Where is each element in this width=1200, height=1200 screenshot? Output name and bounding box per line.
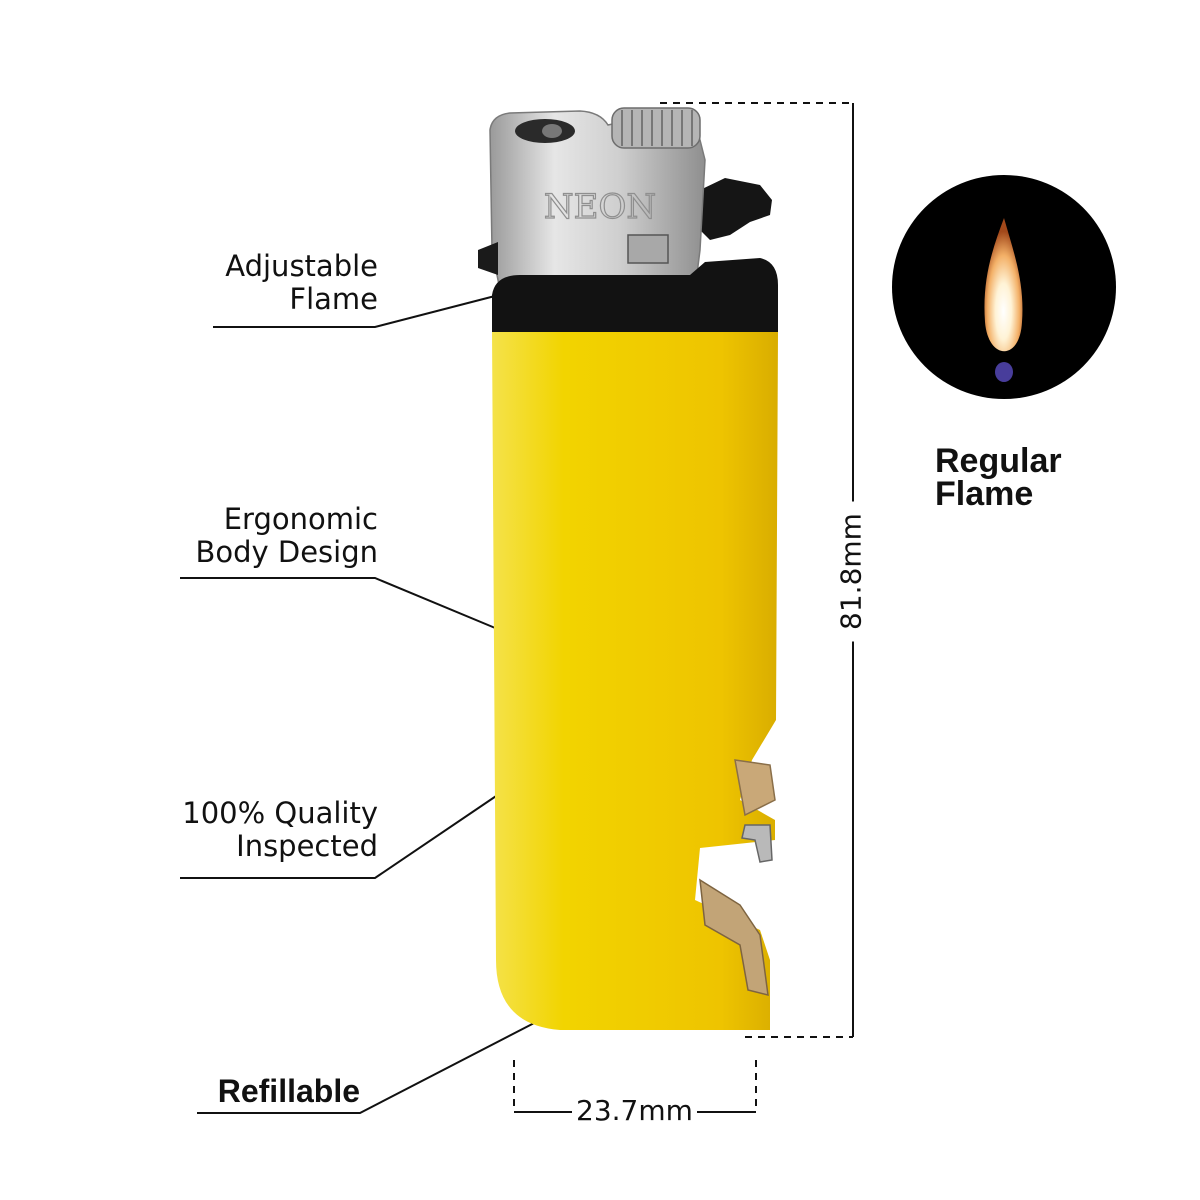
callout-adjustable-flame: Adjustable Flame — [150, 250, 378, 316]
height-dimension-label: 81.8mm — [832, 501, 870, 642]
callout-adjustable-line2: Flame — [289, 282, 378, 316]
width-dimension-label: 23.7mm — [572, 1094, 697, 1127]
brand-emboss: NEON — [544, 187, 656, 227]
callout-refillable-text: Refillable — [217, 1073, 360, 1109]
quality-leader-line — [180, 789, 506, 879]
refillable-leader-line — [197, 1019, 541, 1114]
callout-ergonomic-line1: Ergonomic — [223, 502, 378, 536]
lighter-image: NEON — [478, 107, 778, 1030]
callout-quality-inspected: 100% Quality Inspected — [120, 797, 378, 863]
callout-ergonomic-line2: Body Design — [195, 535, 378, 569]
ergonomic-leader-line — [180, 577, 501, 631]
callout-quality-line1: 100% Quality — [182, 796, 378, 830]
flame-caption-line1: Regular — [935, 442, 1062, 480]
flame-icon — [892, 175, 1116, 399]
adjustable-leader-line — [213, 295, 496, 328]
flame-caption-line2: Flame — [935, 475, 1034, 513]
callout-quality-line2: Inspected — [236, 829, 378, 863]
callout-refillable: Refillable — [150, 1075, 360, 1108]
callout-adjustable-line1: Adjustable — [225, 249, 378, 283]
callout-ergonomic-body: Ergonomic Body Design — [120, 503, 378, 569]
flame-caption: Regular Flame — [935, 442, 1062, 513]
